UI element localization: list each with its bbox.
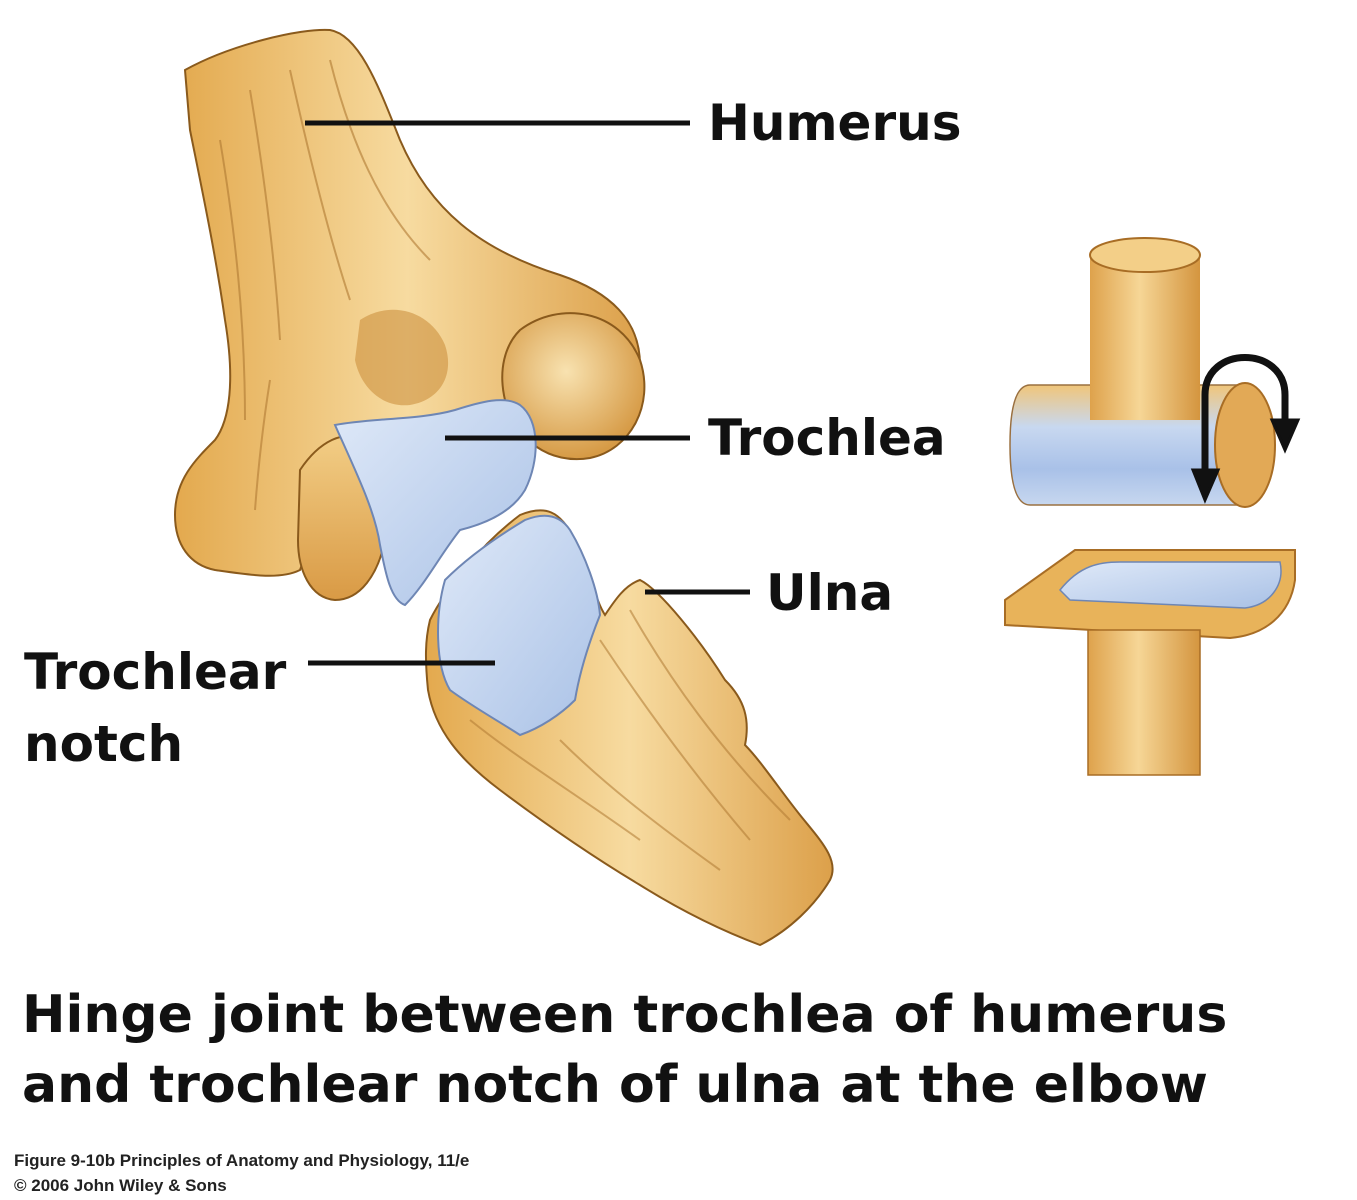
figure-credit-line2: © 2006 John Wiley & Sons	[14, 1176, 227, 1195]
hinge-lower-post	[1087, 629, 1201, 776]
figure-caption: Hinge joint between trochlea of humerus …	[22, 980, 1227, 1120]
humerus-fossa-shading	[355, 309, 449, 406]
curved-rotation-arrow-icon	[1190, 354, 1301, 504]
humerus-lateral-condyle	[501, 312, 646, 461]
trochlear-notch-label-line2: notch	[24, 715, 184, 773]
trochlear-notch-cartilage	[437, 514, 602, 737]
figure-caption-line2: and trochlear notch of ulna at the elbow	[22, 1055, 1208, 1115]
trochlear-notch-label-line1: Trochlear	[24, 643, 287, 701]
figure-credit: Figure 9-10b Principles of Anatomy and P…	[14, 1148, 469, 1198]
hinge-cylinder-end-face	[1214, 382, 1276, 508]
trochlear-notch-label: Trochlear notch	[24, 636, 286, 780]
hinge-model	[1004, 237, 1301, 776]
figure-caption-line1: Hinge joint between trochlea of humerus	[22, 985, 1228, 1045]
trochlea-label: Trochlea	[708, 409, 946, 467]
hinge-half-pipe-cartilage	[1058, 561, 1282, 609]
figure-credit-line1: Figure 9-10b Principles of Anatomy and P…	[14, 1151, 470, 1170]
leader-lines	[305, 120, 750, 666]
trochlea-cartilage	[333, 399, 537, 607]
hinge-upper-post-top	[1089, 237, 1201, 273]
humerus-label: Humerus	[708, 94, 962, 152]
ulna-label: Ulna	[766, 564, 894, 622]
